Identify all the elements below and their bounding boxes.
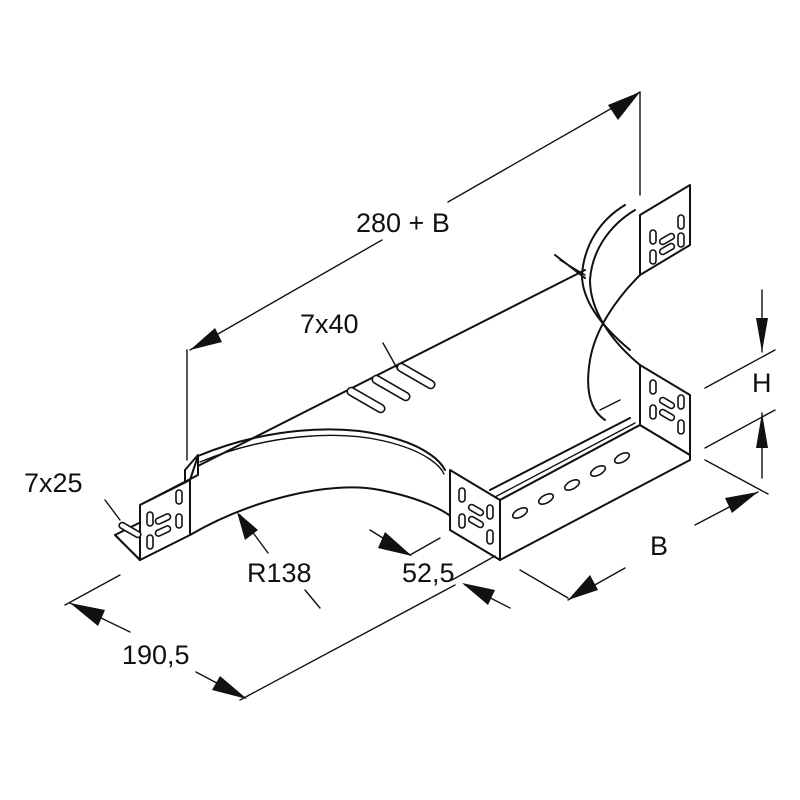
label-slot-7x25: 7x25 <box>24 468 83 498</box>
dimension-length-190 <box>64 574 456 701</box>
bracket-holes <box>118 214 685 550</box>
label-length-190: 190,5 <box>122 640 190 670</box>
label-slot-7x40: 7x40 <box>300 309 359 339</box>
top-end-bracket <box>639 184 691 276</box>
label-width: B <box>650 531 668 561</box>
side-slots <box>511 452 631 519</box>
dimension-radius <box>237 512 321 609</box>
dimension-offset <box>369 529 511 609</box>
label-height: H <box>752 368 772 398</box>
dimension-width <box>519 459 769 601</box>
dimension-leader-7x40 <box>382 342 399 371</box>
label-radius: R138 <box>247 558 312 588</box>
label-offset: 52,5 <box>402 558 455 588</box>
floor-slots-7x40 <box>346 362 436 414</box>
dimension-overall-length <box>186 91 641 461</box>
dimension-height <box>704 289 776 479</box>
label-overall-length: 280 + B <box>356 208 450 238</box>
dimension-leader-7x25 <box>104 499 121 521</box>
